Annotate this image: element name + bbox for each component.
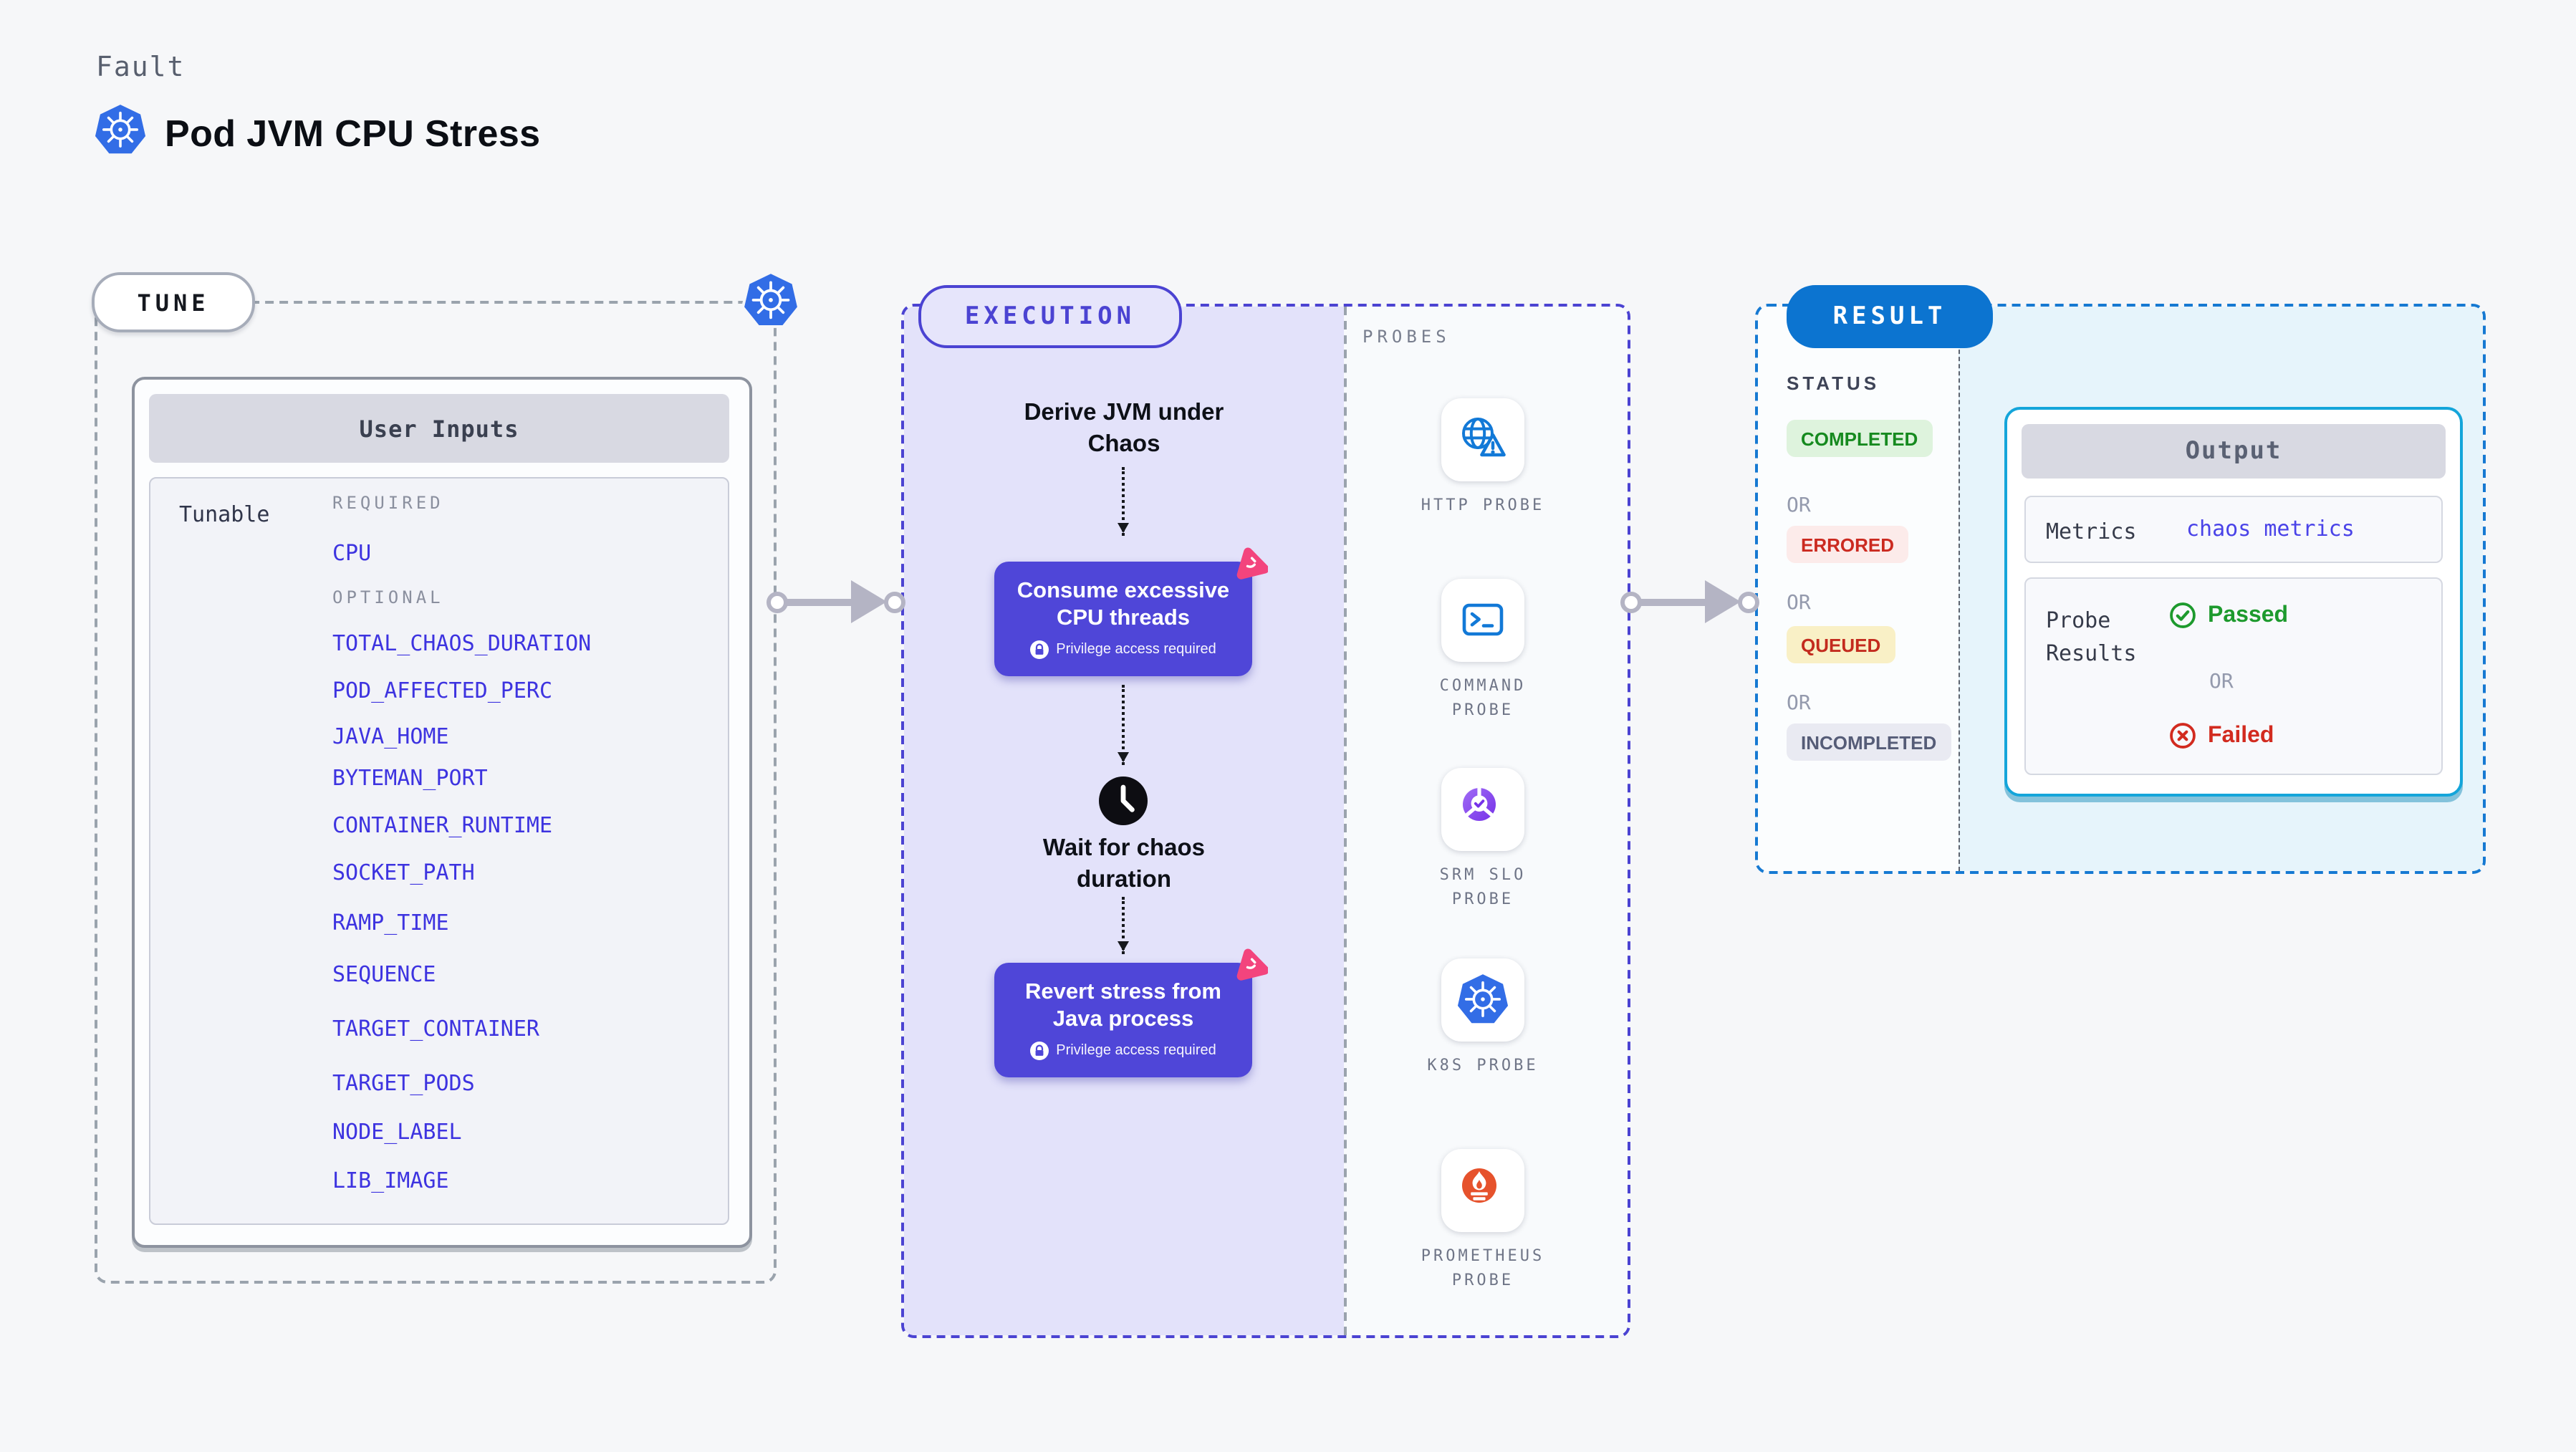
failed-line: Failed [2169,722,2274,749]
param-lib-image: LIB_IMAGE [332,1168,449,1193]
metrics-label: Metrics [2046,519,2137,544]
user-inputs-panel: Tunable REQUIRED CPU OPTIONAL TOTAL_CHAO… [149,477,729,1225]
step-consume-box: Consume excessive CPU threads Privilege … [994,562,1252,676]
probe-results-label: Probe Results [2046,607,2137,665]
flow-arrow-icon [1118,897,1129,954]
param-pod-affected-perc: POD_AFFECTED_PERC [332,678,553,703]
execution-badge: EXECUTION [918,285,1182,348]
kubernetes-icon [94,103,147,155]
result-section: STATUS COMPLETED OR ERRORED OR QUEUED OR… [1755,304,2486,874]
probe-label-http: HTTP PROBE [1421,496,1545,514]
tune-section: User Inputs Tunable REQUIRED CPU OPTIONA… [95,301,777,1284]
page-title: Pod JVM CPU Stress [165,112,541,155]
probe-card-prometheus [1441,1149,1524,1232]
metrics-value: chaos metrics [2186,516,2355,542]
step-derive: Derive JVM under Chaos [1024,400,1224,457]
probe-label-command: COMMAND PROBE [1439,676,1527,720]
probe-card-srm-slo [1441,768,1524,851]
lock-icon [1030,640,1049,659]
param-target-pods: TARGET_PODS [332,1070,475,1096]
chaos-badge-icon [1234,947,1268,981]
user-inputs-header: User Inputs [149,394,729,463]
param-node-label: NODE_LABEL [332,1119,462,1145]
param-cpu: CPU [332,540,372,566]
k8s-probe-icon [1456,973,1509,1025]
status-badge-errored: ERRORED [1787,526,1909,563]
param-sequence: SEQUENCE [332,961,436,987]
user-inputs-card: User Inputs Tunable REQUIRED CPU OPTIONA… [132,377,752,1248]
metrics-row: Metrics chaos metrics [2024,496,2443,563]
probe-results-row: Probe Results Passed OR Failed [2024,577,2443,775]
clock-icon [1099,777,1148,825]
status-badge-incompleted: INCOMPLETED [1787,723,1951,761]
srm-slo-probe-icon [1463,787,1496,821]
status-divider [1959,307,1960,871]
chaos-badge-icon [1234,546,1268,580]
or-label: OR [1787,494,1811,517]
step-revert-box: Revert stress from Java process Privileg… [994,963,1252,1077]
status-badge-completed: COMPLETED [1787,420,1933,457]
privilege-note: Privilege access required [1056,1042,1216,1059]
x-circle-icon [2170,723,2196,749]
command-probe-icon [1462,603,1504,636]
probe-label-srm-slo: SRM SLO PROBE [1439,865,1527,909]
probe-card-k8s [1441,958,1524,1042]
param-section-required: REQUIRED [332,493,444,513]
status-label: STATUS [1787,372,1880,394]
probe-label-prometheus: PROMETHEUS PROBE [1421,1246,1545,1290]
privilege-note: Privilege access required [1056,641,1216,658]
param-list: REQUIRED CPU OPTIONAL TOTAL_CHAOS_DURATI… [332,479,716,1223]
passed-label: Passed [2208,602,2289,627]
probe-label-k8s: K8S PROBE [1427,1056,1539,1074]
param-section-optional: OPTIONAL [332,587,444,607]
tune-badge: TUNE [92,272,255,332]
or-label: OR [2209,670,2234,693]
kubernetes-icon [742,272,799,328]
status-badge-queued: QUEUED [1787,626,1895,663]
execution-to-result-arrow-icon [1620,576,1759,628]
flow-arrow-icon [1118,467,1129,536]
probe-card-command [1441,579,1524,662]
passed-line: Passed [2169,602,2288,629]
check-circle-icon [2170,602,2196,628]
param-target-container: TARGET_CONTAINER [332,1016,539,1042]
param-byteman-port: BYTEMAN_PORT [332,765,488,791]
param-total-chaos-duration: TOTAL_CHAOS_DURATION [332,630,592,656]
param-container-runtime: CONTAINER_RUNTIME [332,812,553,838]
lock-icon [1030,1041,1049,1060]
step-consume-label: Consume excessive CPU threads [1017,579,1230,631]
param-java-home: JAVA_HOME [332,723,449,749]
probes-label: PROBES [1363,327,1451,347]
step-revert-label: Revert stress from Java process [1025,980,1221,1032]
or-label: OR [1787,592,1811,615]
fault-kicker: Fault [96,52,186,83]
probes-divider [1344,307,1347,1335]
output-card: Output Metrics chaos metrics Probe Resul… [2004,407,2463,797]
http-probe-icon [1462,418,1506,457]
tunable-label: Tunable [179,501,270,527]
probe-card-http [1441,398,1524,481]
or-label: OR [1787,692,1811,715]
failed-label: Failed [2208,723,2274,747]
execution-section: Derive JVM under Chaos Consume excessive… [901,304,1630,1338]
tune-to-execution-arrow-icon [766,576,905,628]
param-ramp-time: RAMP_TIME [332,910,449,936]
step-wait: Wait for chaos duration [1042,835,1206,893]
param-socket-path: SOCKET_PATH [332,860,475,885]
output-header: Output [2022,424,2446,479]
flow-arrow-icon [1118,685,1129,765]
prometheus-probe-icon [1462,1168,1496,1203]
status-area [1758,307,1959,871]
result-badge: RESULT [1787,285,1993,348]
